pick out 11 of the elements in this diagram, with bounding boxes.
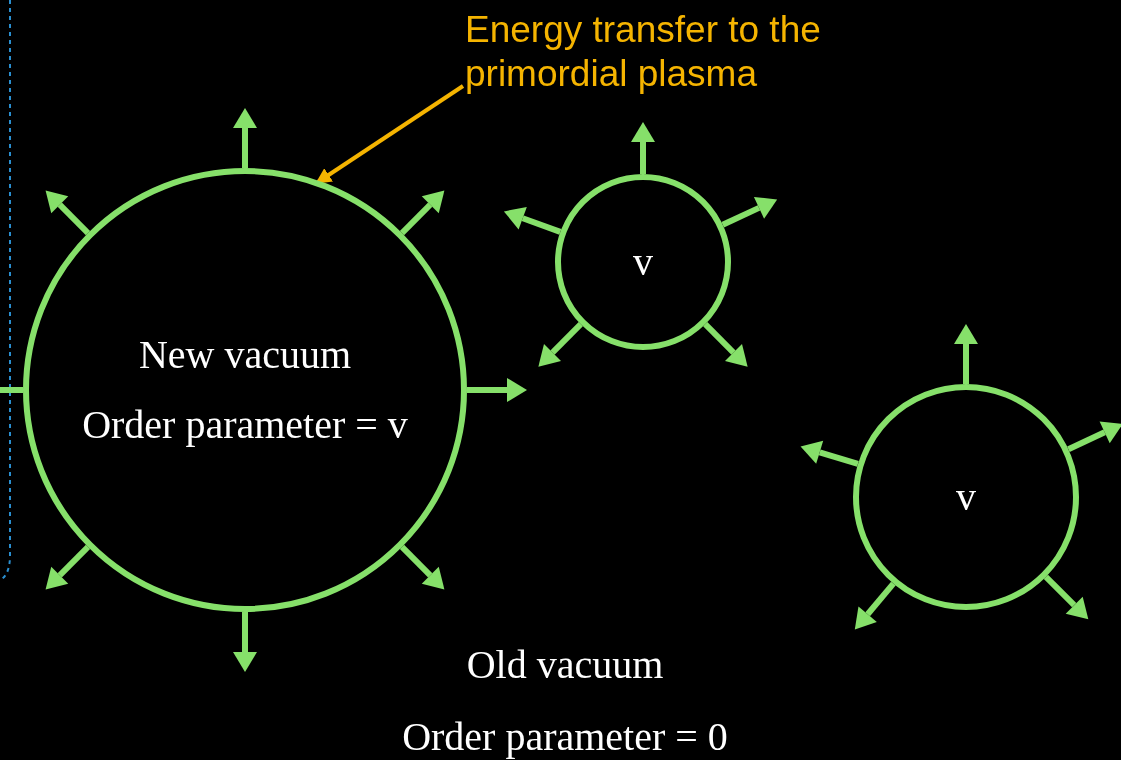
annotation-text: Energy transfer to the primordial plasma — [465, 8, 905, 96]
bubble-circle — [23, 168, 467, 612]
bubble-label: v — [633, 238, 653, 286]
bubble-circle — [555, 174, 731, 350]
bubble-circle — [853, 384, 1079, 610]
bubble-label: Order parameter = v — [82, 401, 408, 449]
region-label: Order parameter = 0 — [402, 713, 728, 760]
bubble-label: v — [956, 473, 976, 521]
leader-arrow — [315, 84, 465, 184]
bubble-label: New vacuum — [138, 331, 352, 379]
region-label: Old vacuum — [466, 641, 664, 689]
